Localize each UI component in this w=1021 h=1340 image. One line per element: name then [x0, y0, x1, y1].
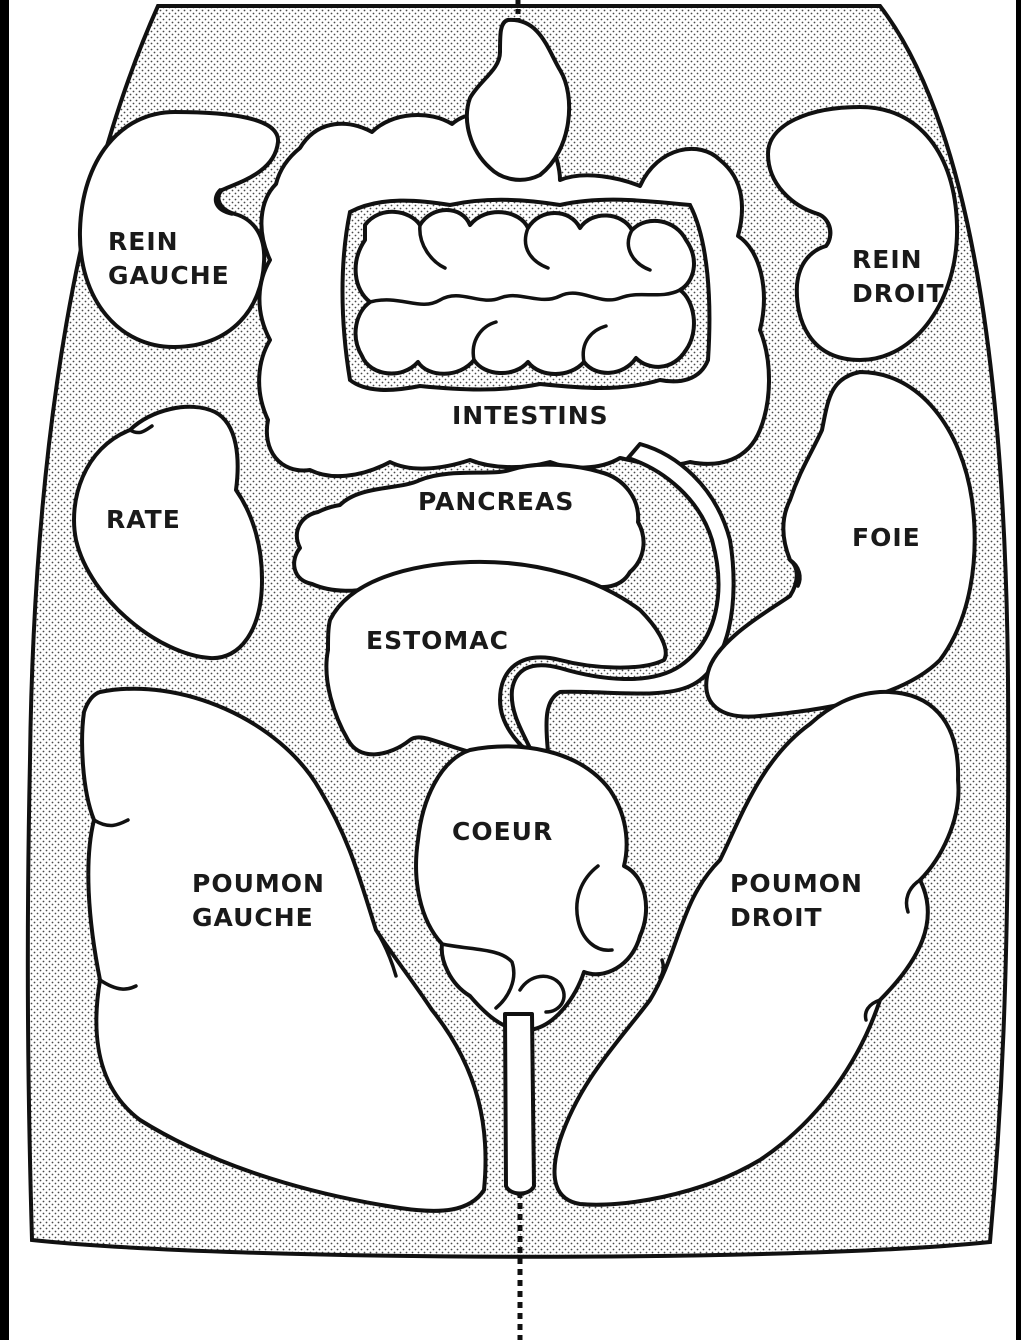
central-vessel-shape — [505, 1014, 534, 1194]
poumon-gauche-label-line2: GAUCHE — [192, 903, 314, 932]
coeur-label: COEUR — [452, 817, 553, 846]
rein-droit-label-line1: REIN — [852, 245, 923, 274]
rein-gauche-label-line2: GAUCHE — [108, 261, 230, 290]
poumon-droit-label-line1: POUMON — [730, 869, 863, 898]
pancreas-label: PANCREAS — [418, 487, 574, 516]
poumon-droit-label-line2: DROIT — [730, 903, 823, 932]
rein-gauche-label-line1: REIN — [108, 227, 179, 256]
rate-label: RATE — [106, 505, 181, 534]
poumon-gauche-label-line1: POUMON — [192, 869, 325, 898]
left-border — [0, 0, 9, 1340]
rein-droit-label-line2: DROIT — [852, 279, 945, 308]
estomac-label: ESTOMAC — [366, 626, 509, 655]
intestins-label: INTESTINS — [452, 401, 609, 430]
right-border — [1016, 0, 1021, 1340]
foie-label: FOIE — [852, 523, 921, 552]
